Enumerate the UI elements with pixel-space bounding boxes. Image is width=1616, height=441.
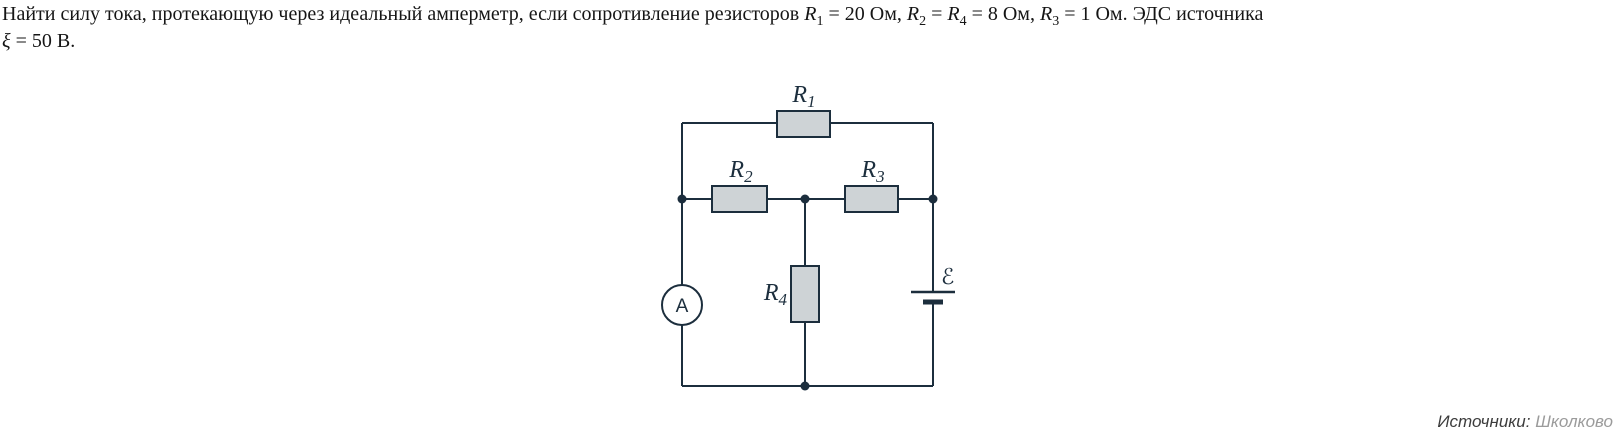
resistor-r1-label: R1 (791, 82, 815, 111)
circuit-diagram: A ℰ R1 R2 R3 R4 (661, 82, 955, 391)
node-left (677, 194, 687, 204)
node-right (928, 194, 938, 204)
resistor-r1-body (776, 110, 831, 138)
source-name: Школково (1535, 412, 1613, 431)
problem-text: Найти силу тока, протекающую через идеал… (2, 3, 1264, 52)
resistor-r3-label: R3 (860, 157, 884, 186)
node-bottom (800, 381, 810, 391)
source-attribution: Источники: Школково (1437, 412, 1613, 432)
emf-label: ℰ (941, 265, 954, 290)
resistor-r2-label: R2 (728, 157, 753, 186)
resistor-r4-body (790, 265, 820, 323)
resistor-r3-body (844, 185, 899, 213)
ammeter-label: A (676, 296, 689, 317)
node-center (800, 194, 810, 204)
resistor-r2-body (711, 185, 768, 213)
ammeter-icon (661, 284, 703, 326)
sources-label: Источники: (1437, 412, 1531, 431)
resistor-r4-label: R4 (763, 280, 788, 309)
